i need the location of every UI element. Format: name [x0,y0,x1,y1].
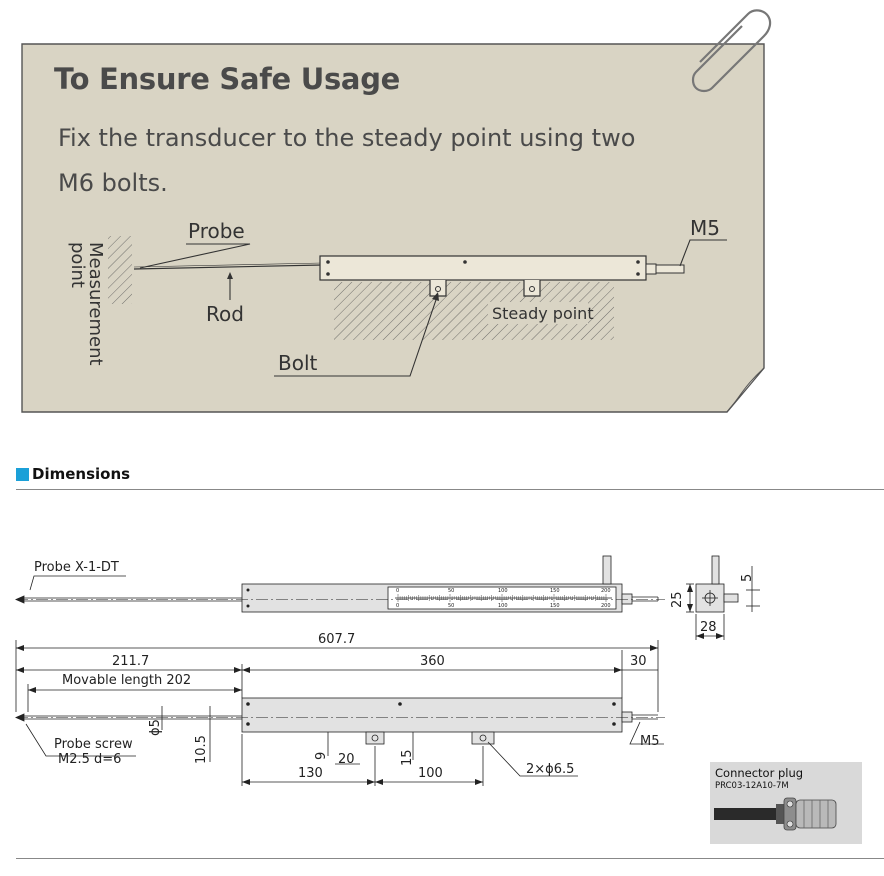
connector-plug-icon [714,797,837,831]
note-body: Fix the transducer to the steady point u… [58,124,636,197]
connector-plug-model: PRC03-12A10-7M [715,781,789,791]
dim-9-label: 9 [314,751,329,760]
left-length-label: 211.7 [112,654,150,669]
scale-top-200: 200 [601,588,611,594]
diameter-5-label: ϕ5 [148,719,163,736]
transducer-body [319,255,647,281]
probe-screw-spec-label: M2.5 d=6 [58,752,122,767]
paperclip-icon [691,9,772,93]
connector-plug-title: Connector plug [715,766,804,780]
scale-top-50: 50 [448,588,455,594]
dim-20-label: 20 [338,752,355,767]
scale-top-150: 150 [550,588,560,594]
m5-dim-label: M5 [640,734,660,749]
scale-bottom-150: 150 [550,603,560,609]
end-length-label: 30 [630,654,647,669]
scale-bottom-200: 200 [601,603,611,609]
steady-point-label: Steady point [492,304,594,323]
scale-bottom-100: 100 [498,603,508,609]
scale-top-100: 100 [498,588,508,594]
m5-label: M5 [690,216,720,240]
probe-label: Probe [188,219,245,243]
side-28-label: 28 [700,620,717,635]
body-length-label: 360 [420,654,445,669]
bottom-rule [16,858,884,859]
dim-130-label: 130 [298,766,323,781]
side-5-label: 5 [740,573,755,582]
holes-label: 2×ϕ6.5 [526,762,575,777]
bolt-label: Bolt [278,351,318,375]
scale-bottom-0: 0 [396,603,400,609]
scale-bottom: 0 50 100 150 200 [396,603,611,611]
total-length-label: 607.7 [318,632,356,647]
height-10-5-label: 10.5 [194,735,209,764]
dim-100-label: 100 [418,766,443,781]
movable-length-label: Movable length 202 [62,673,192,688]
top-rule [16,489,884,490]
probe-screw-label: Probe screw [54,737,133,752]
dim-15-label: 15 [400,749,415,766]
dimensions-heading: Dimensions [32,465,131,483]
note-title: To Ensure Safe Usage [54,62,401,96]
note-curl [726,367,765,413]
rod-label: Rod [206,302,244,326]
scale-top: 0 50 100 150 200 [396,588,611,596]
measurement-point-block [108,236,132,304]
rod-line [133,264,323,270]
scale-top-0: 0 [396,588,400,594]
scale-bottom-50: 50 [448,603,455,609]
section-marker-icon [16,468,29,481]
side-25-label: 25 [670,591,685,608]
probe-model-label: Probe X-1-DT [34,560,119,575]
